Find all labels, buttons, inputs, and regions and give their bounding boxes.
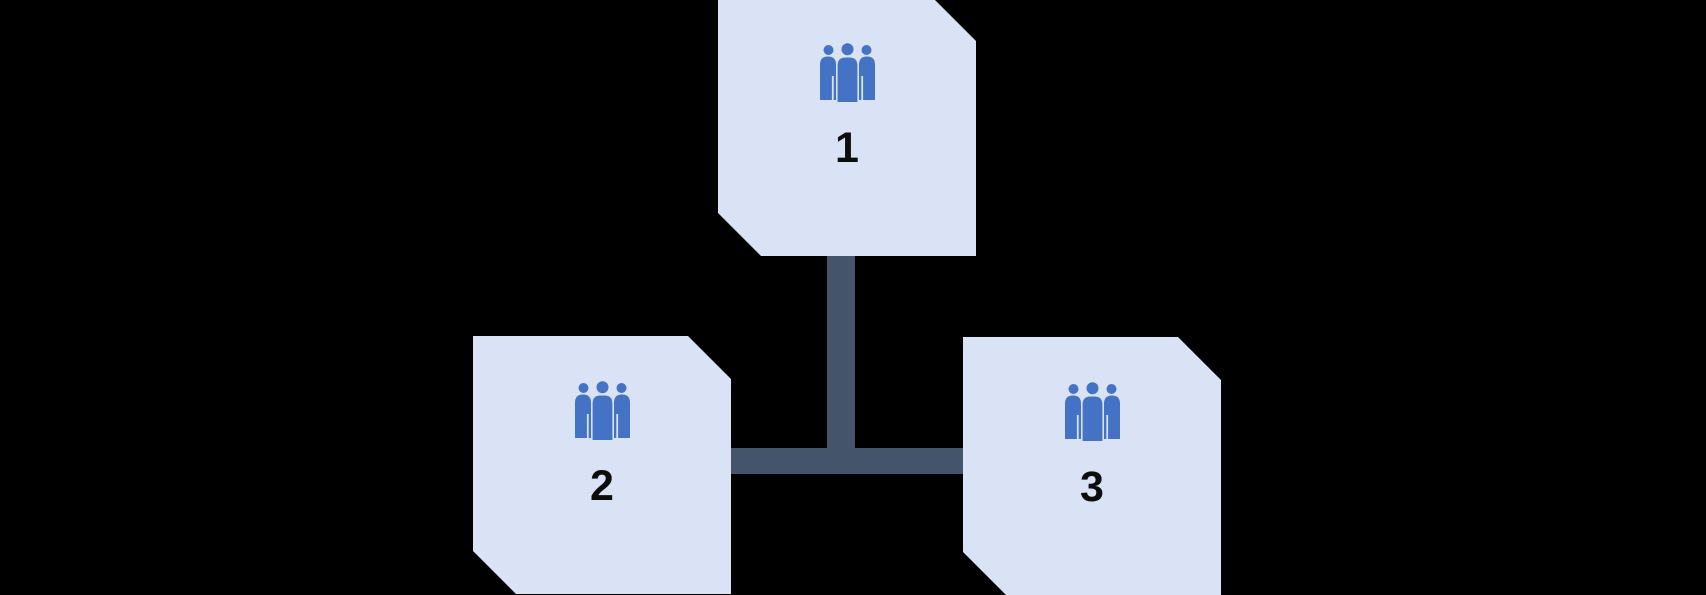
node-label: 3 (1080, 463, 1104, 511)
org-node-1[interactable]: 1 (718, 0, 976, 256)
people-group-icon (1065, 382, 1120, 441)
node-label: 2 (590, 462, 614, 510)
connector-node1-to-junction (827, 252, 855, 474)
org-node-3[interactable]: 3 (963, 337, 1221, 595)
node-label: 1 (835, 124, 859, 172)
org-node-2[interactable]: 2 (473, 336, 731, 594)
connector-node2-to-node3 (731, 448, 963, 474)
people-group-icon (820, 43, 875, 102)
people-group-icon (575, 381, 630, 440)
